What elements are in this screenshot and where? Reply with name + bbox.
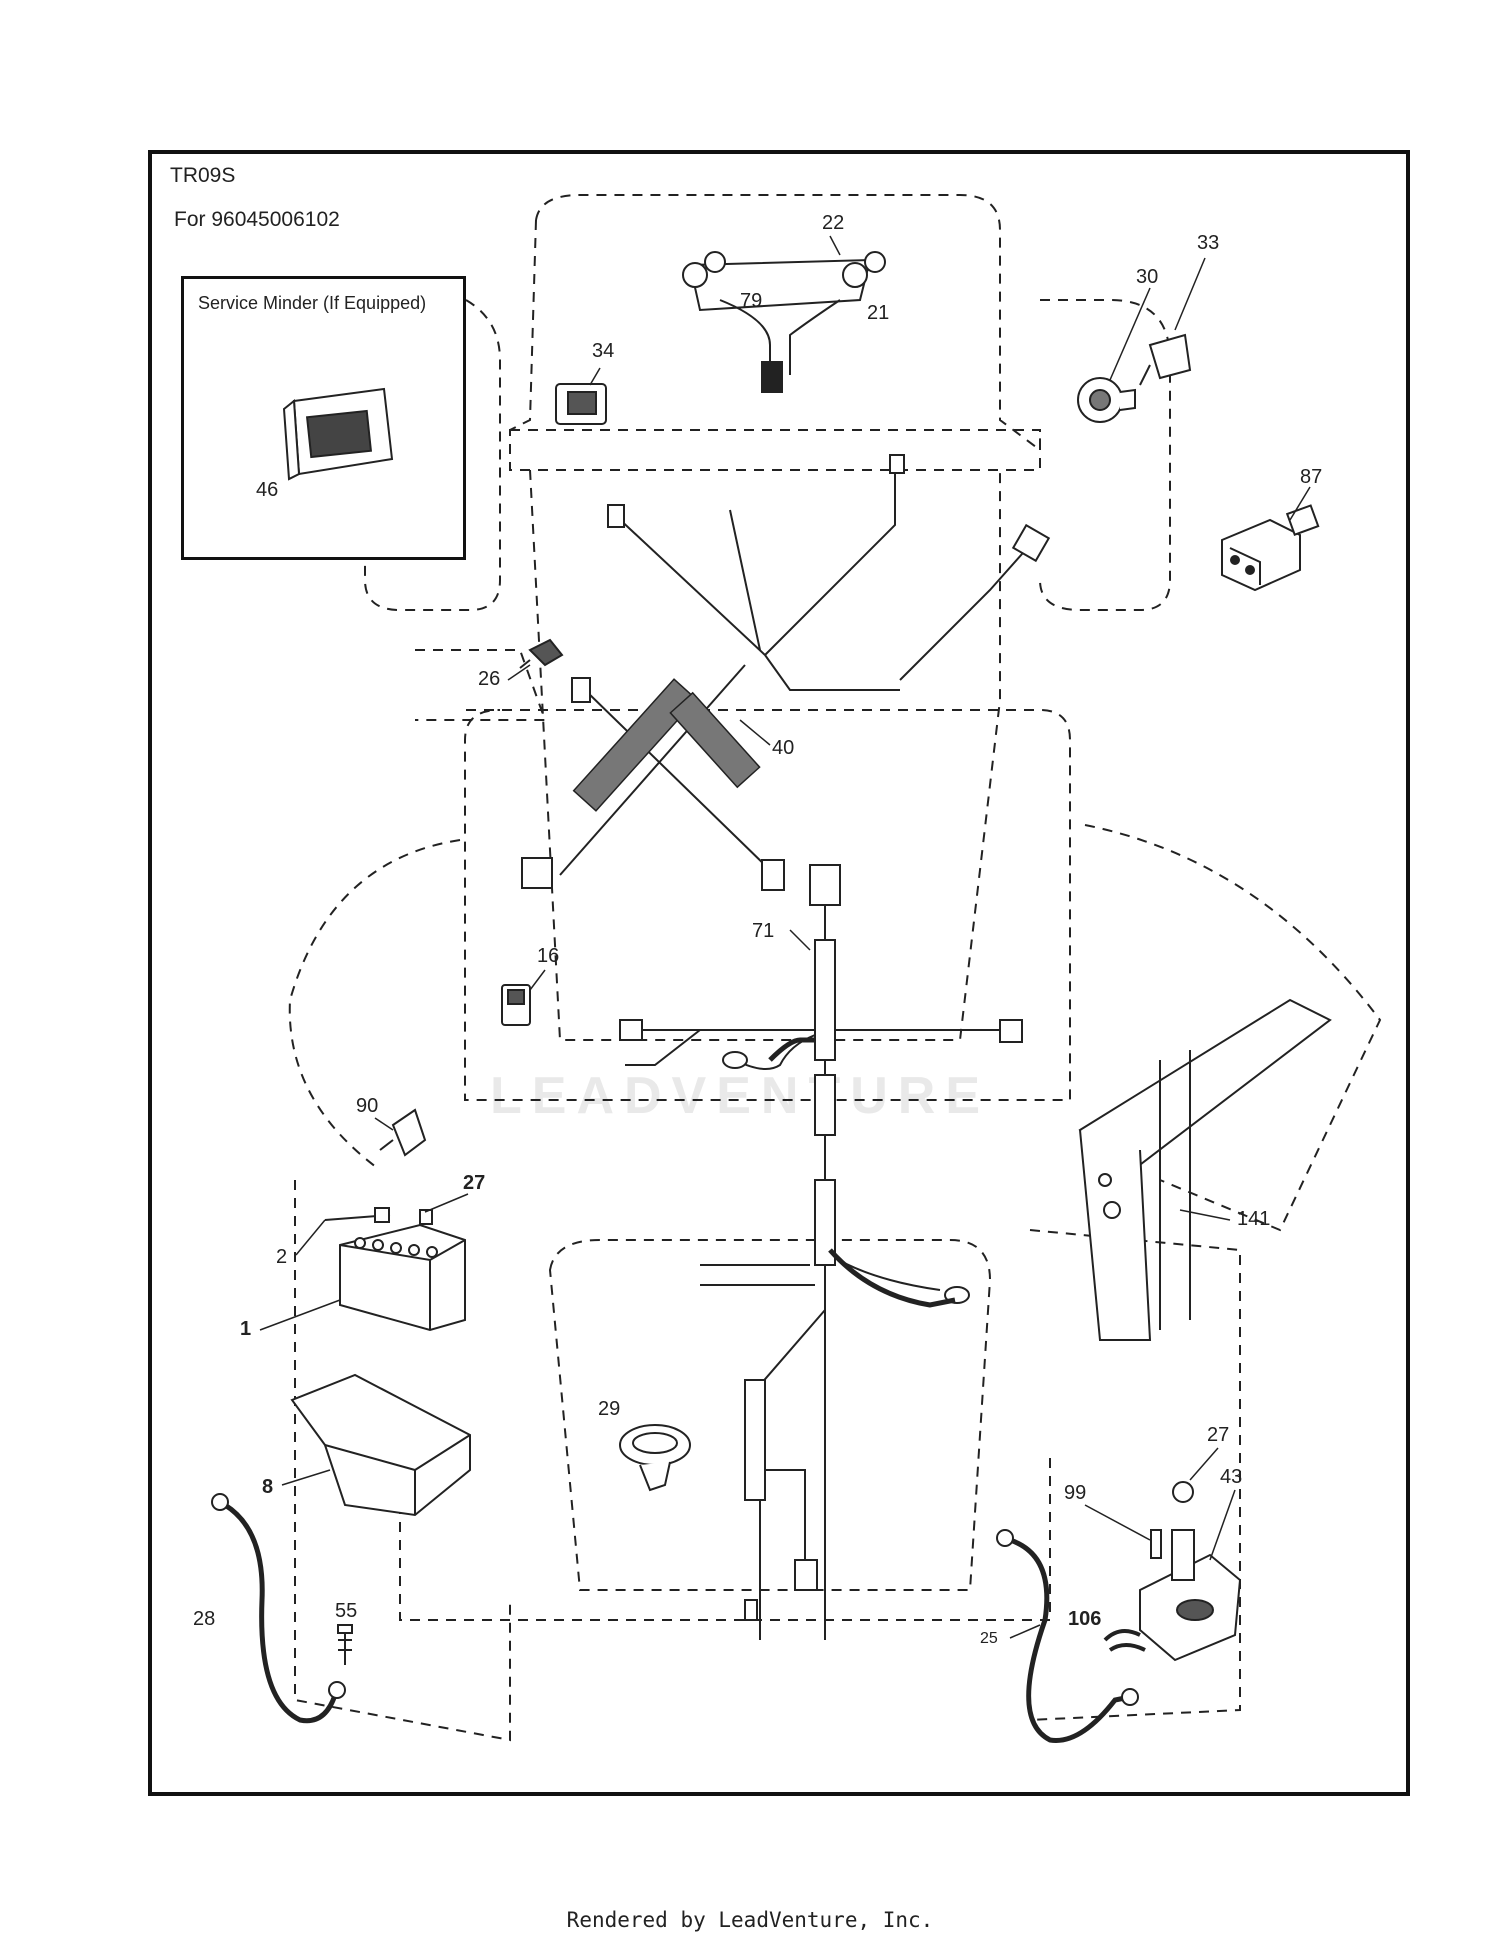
callout-87: 87 — [1300, 466, 1323, 488]
model-number-line: For 96045006102 — [174, 208, 340, 231]
left-fender-arc — [288, 839, 461, 1171]
callout-1: 1 — [240, 1318, 252, 1340]
cable-25-terminal-a — [996, 1529, 1014, 1547]
footer-credit: Rendered by LeadVenture, Inc. — [566, 1908, 934, 1932]
bolt-55 — [337, 1624, 353, 1665]
part-90 — [379, 1108, 427, 1157]
right-fender-outline — [1084, 824, 1382, 1232]
callout-55: 55 — [335, 1600, 358, 1622]
dash-panel-outline — [509, 429, 1041, 471]
callout-21: 21 — [867, 302, 890, 324]
callout-43: 43 — [1220, 1466, 1243, 1488]
callout-22: 22 — [822, 212, 845, 234]
service-minder-inset: Service Minder (If Equipped) 46 — [181, 276, 466, 560]
cable-28-terminal-a — [211, 1493, 229, 1511]
callout-79: 79 — [740, 290, 763, 312]
callout-90: 90 — [356, 1095, 379, 1117]
grommet-29 — [619, 1424, 691, 1492]
callout-106: 106 — [1068, 1608, 1102, 1630]
service-minder-title: Service Minder (If Equipped) — [198, 293, 427, 313]
harness-wrap — [572, 678, 761, 812]
callout-99: 99 — [1064, 1482, 1087, 1504]
callout-33: 33 — [1197, 232, 1220, 254]
lower-left-outline — [294, 1180, 511, 1742]
callout-71: 71 — [752, 920, 775, 942]
lower-center-outline — [548, 1239, 992, 1591]
solenoid-43 — [1139, 1481, 1242, 1662]
callout-30: 30 — [1136, 266, 1159, 288]
headlight-assembly — [682, 251, 886, 393]
callout-26: 26 — [478, 668, 501, 690]
leader-lines — [259, 235, 1311, 1639]
frame-outline-mid — [464, 709, 1071, 1101]
bottom-plate-outline — [399, 1450, 1051, 1621]
watermark-text: LEADVENTURE — [490, 1067, 991, 1125]
battery-cable-25 — [1009, 1537, 1126, 1743]
battery-tray — [290, 1373, 471, 1517]
callout-27-battery: 27 — [463, 1172, 486, 1194]
callout-34: 34 — [592, 340, 615, 362]
callout-25: 25 — [980, 1630, 998, 1647]
callout-2: 2 — [276, 1246, 288, 1268]
callout-40: 40 — [772, 737, 795, 759]
body-outline-top — [509, 194, 1041, 452]
switch-34 — [555, 383, 607, 425]
sub-harness-71-connectors — [619, 864, 1023, 1621]
cable-28-terminal-b — [328, 1681, 346, 1699]
bracket-141 — [1078, 998, 1332, 1341]
right-panel-outline — [1039, 299, 1171, 611]
callout-141: 141 — [1237, 1208, 1271, 1230]
ignition-switch — [1077, 377, 1136, 423]
callout-46: 46 — [256, 479, 279, 501]
callout-28: 28 — [193, 1608, 216, 1630]
lower-right-outline — [1029, 1229, 1241, 1721]
main-harness — [559, 465, 1031, 876]
cable-25-terminal-b — [1121, 1688, 1139, 1706]
relay — [1221, 504, 1320, 592]
clip-outline — [415, 649, 547, 721]
ground-cables-71 — [768, 1037, 956, 1308]
battery — [324, 1207, 466, 1332]
callout-27-solenoid: 27 — [1207, 1424, 1230, 1446]
hood-outline — [529, 469, 1001, 1041]
callout-29: 29 — [598, 1398, 621, 1420]
fuse-26 — [519, 638, 564, 669]
clip-106 — [1103, 1629, 1146, 1652]
connector-16 — [501, 984, 531, 1026]
model-code: TR09S — [170, 164, 236, 187]
harness-connectors — [521, 454, 1051, 891]
service-minder-display — [282, 387, 394, 481]
ignition-key — [1139, 333, 1192, 386]
battery-cable-28 — [223, 1502, 338, 1724]
callout-16: 16 — [537, 945, 560, 967]
callout-8: 8 — [262, 1476, 274, 1498]
left-panel-outline — [364, 299, 501, 611]
diagram-frame — [148, 150, 1410, 1796]
